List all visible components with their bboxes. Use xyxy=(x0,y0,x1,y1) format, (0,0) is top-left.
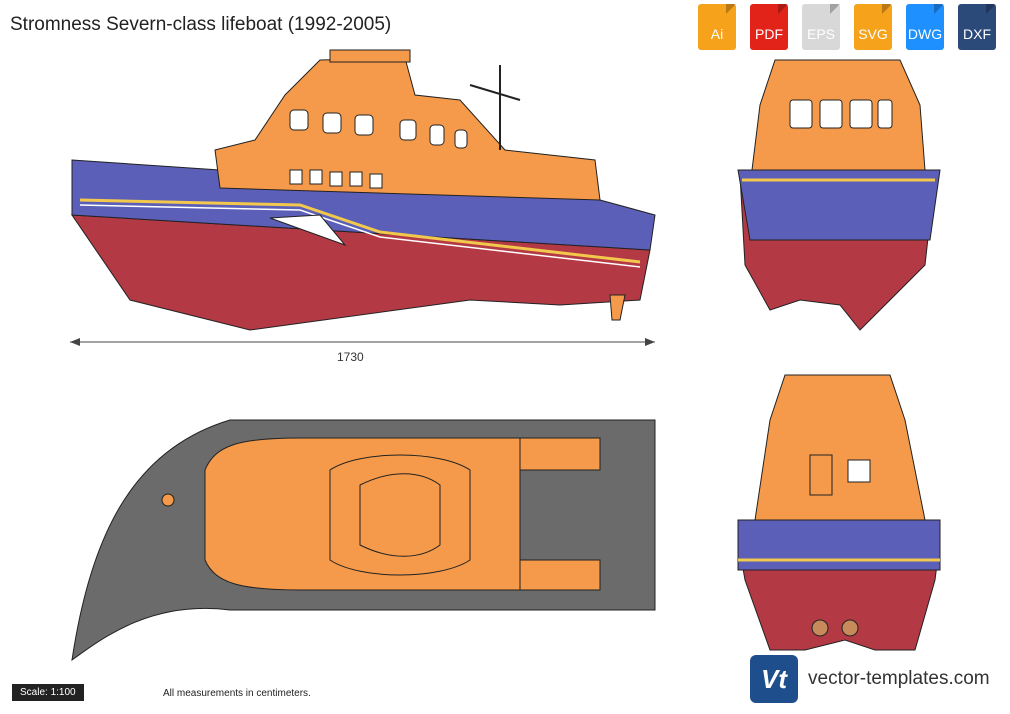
brand[interactable]: Vt vector-templates.com xyxy=(750,655,990,703)
measurement-note: All measurements in centimeters. xyxy=(163,688,311,699)
page-title: Stromness Severn-class lifeboat (1992-20… xyxy=(10,14,392,35)
brand-logo-icon: Vt xyxy=(750,655,798,703)
pdf-format-icon[interactable]: PDF xyxy=(746,4,792,50)
svg-format-label: SVG xyxy=(858,26,888,42)
ai-format-icon[interactable]: Ai xyxy=(694,4,740,50)
side-hull-stripe xyxy=(79,198,641,264)
format-icons: Ai PDF EPS SVG DWG DXF xyxy=(694,4,1000,50)
dimension-label: 1730 xyxy=(337,350,364,364)
eps-format-label: EPS xyxy=(806,26,835,42)
top-view xyxy=(71,419,656,662)
side-view xyxy=(71,49,656,331)
dwg-format-label: DWG xyxy=(907,26,943,42)
scale-badge: Scale: 1:100 xyxy=(12,684,84,701)
eps-format-icon[interactable]: EPS xyxy=(798,4,844,50)
ai-format-label: Ai xyxy=(710,26,724,42)
dxf-format-icon[interactable]: DXF xyxy=(954,4,1000,50)
side-hull-window xyxy=(269,214,347,247)
svg-format-icon[interactable]: SVG xyxy=(850,4,896,50)
dimension-line xyxy=(70,338,655,346)
side-hull-red xyxy=(71,214,651,331)
rear-view xyxy=(737,374,941,651)
brand-text: vector-templates.com xyxy=(808,668,990,689)
front-view xyxy=(737,59,941,331)
pdf-format-label: PDF xyxy=(755,26,783,42)
dwg-format-icon[interactable]: DWG xyxy=(902,4,948,50)
dxf-format-label: DXF xyxy=(963,26,991,42)
